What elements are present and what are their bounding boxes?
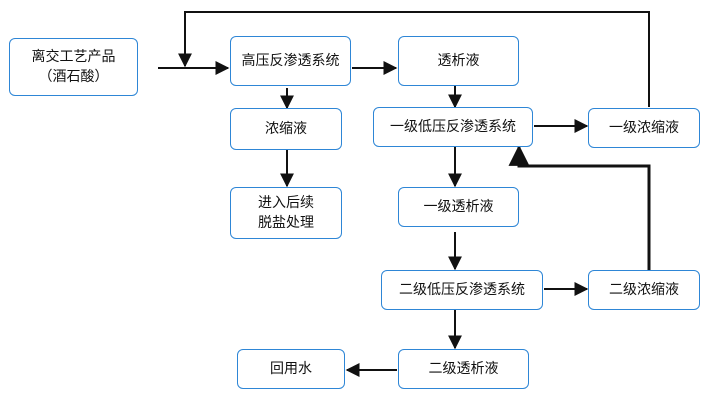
node-dialysate-label: 透析液 bbox=[437, 53, 480, 69]
node-concentrate-label: 浓缩液 bbox=[265, 121, 307, 137]
node-source-line2: （酒石酸） bbox=[38, 69, 109, 85]
node-further-line2: 脱盐处理 bbox=[258, 215, 314, 231]
node-lp-ro-2: 二级低压反渗透系统 bbox=[381, 270, 543, 310]
node-conc-2: 二级浓缩液 bbox=[588, 270, 700, 310]
node-conc-1-label: 一级浓缩液 bbox=[609, 120, 679, 136]
node-reuse-water-label: 回用水 bbox=[270, 361, 312, 377]
node-lp-ro-1-label: 一级低压反渗透系统 bbox=[390, 119, 516, 135]
node-source-line1: 离交工艺产品 bbox=[31, 49, 116, 65]
node-further-line1: 进入后续 bbox=[258, 195, 314, 211]
node-dialysate-1-label: 一级透析液 bbox=[423, 199, 494, 215]
node-reuse-water: 回用水 bbox=[237, 349, 345, 389]
node-source: 离交工艺产品 （酒石酸） bbox=[9, 38, 138, 96]
node-conc-1: 一级浓缩液 bbox=[588, 108, 700, 148]
node-conc-2-label: 二级浓缩液 bbox=[609, 282, 679, 298]
node-lp-ro-2-label: 二级低压反渗透系统 bbox=[399, 282, 525, 298]
node-dialysate-1: 一级透析液 bbox=[398, 187, 519, 227]
node-hp-ro: 高压反渗透系统 bbox=[230, 36, 351, 86]
arrow-conc2-recycle bbox=[508, 144, 651, 270]
node-concentrate: 浓缩液 bbox=[230, 108, 342, 150]
node-dialysate: 透析液 bbox=[398, 36, 519, 86]
node-dialysate-2-label: 二级透析液 bbox=[428, 361, 499, 377]
arrow-conc1-recycle bbox=[178, 11, 650, 107]
node-further-treatment: 进入后续 脱盐处理 bbox=[230, 187, 342, 239]
node-hp-ro-label: 高压反渗透系统 bbox=[241, 53, 340, 69]
node-dialysate-2: 二级透析液 bbox=[398, 349, 529, 389]
node-lp-ro-1: 一级低压反渗透系统 bbox=[373, 107, 533, 147]
